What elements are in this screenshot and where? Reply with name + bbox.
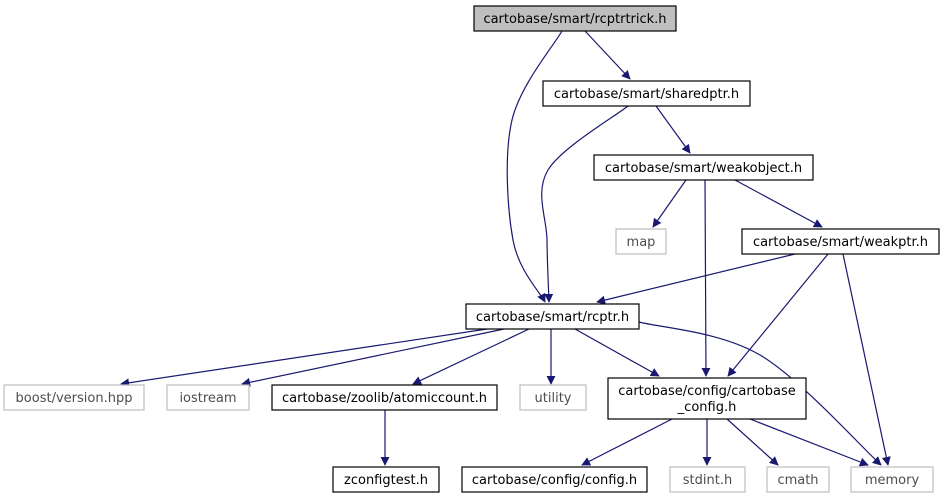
node-iostream: iostream — [166, 384, 250, 411]
node-cbconfig[interactable]: cartobase/config/cartobase_config.h — [607, 377, 807, 420]
node-weakptr[interactable]: cartobase/smart/weakptr.h — [741, 228, 940, 255]
edge-rcptr-to-iostream — [241, 328, 505, 387]
edge-sharedptr-to-weakobject — [655, 105, 691, 154]
node-boost: boost/version.hpp — [3, 384, 145, 411]
node-box — [542, 80, 751, 107]
edge-rcptr-to-atomiccount — [412, 328, 530, 385]
node-label: boost/version.hpp — [16, 391, 133, 406]
edge-weakptr-to-rcptr — [596, 253, 796, 305]
node-box — [519, 384, 587, 411]
node-rcptrtrick[interactable]: cartobase/smart/rcptrtrick.h — [473, 5, 677, 32]
edge-weakptr-to-memory — [842, 253, 891, 466]
edge-weakobject-to-cbconfig — [701, 179, 711, 377]
node-label: cartobase/smart/weakptr.h — [753, 235, 928, 250]
node-label: cartobase/smart/weakobject.h — [605, 161, 802, 176]
node-box — [271, 384, 498, 411]
node-box — [332, 466, 440, 493]
node-label: iostream — [179, 391, 236, 406]
node-box — [766, 466, 830, 493]
edge-cbconfig-to-memory — [749, 418, 869, 467]
node-label: utility — [535, 391, 572, 406]
node-box — [615, 228, 667, 255]
node-box — [669, 466, 746, 493]
node-utility: utility — [519, 384, 587, 411]
node-box — [850, 466, 934, 493]
node-stdint: stdint.h — [669, 466, 746, 493]
node-map: map — [615, 228, 667, 255]
node-rcptr[interactable]: cartobase/smart/rcptr.h — [465, 303, 640, 330]
edge-sharedptr-to-rcptr — [541, 105, 629, 303]
node-sharedptr[interactable]: cartobase/smart/sharedptr.h — [542, 80, 751, 107]
node-zconfigtest[interactable]: zconfigtest.h — [332, 466, 440, 493]
node-label: cartobase/config/config.h — [472, 473, 637, 488]
node-label: cartobase/smart/sharedptr.h — [554, 87, 739, 102]
node-label: stdint.h — [683, 473, 732, 488]
node-label: cmath — [777, 473, 818, 488]
node-box — [741, 228, 940, 255]
node-box — [607, 377, 807, 420]
node-box — [473, 5, 677, 32]
node-box — [465, 303, 640, 330]
node-label: memory — [865, 473, 920, 488]
node-weakobject[interactable]: cartobase/smart/weakobject.h — [593, 154, 814, 181]
edge-weakobject-to-map — [652, 179, 687, 228]
edge-rcptr-to-memory — [638, 321, 882, 466]
edge-rcptr-to-cbconfig — [574, 328, 660, 377]
edge-cbconfig-to-config — [581, 418, 673, 466]
edge-rcptrtrick-to-sharedptr — [584, 30, 631, 80]
node-cmath: cmath — [766, 466, 830, 493]
edge-weakptr-to-cbconfig — [727, 253, 829, 377]
node-box — [593, 154, 814, 181]
node-label: _config.h — [677, 400, 737, 415]
node-atomiccount[interactable]: cartobase/zoolib/atomiccount.h — [271, 384, 498, 411]
node-box — [3, 384, 145, 411]
node-label: cartobase/zoolib/atomiccount.h — [282, 391, 487, 406]
node-memory: memory — [850, 466, 934, 493]
node-box — [461, 466, 648, 493]
edges-layer — [120, 30, 891, 467]
edge-rcptr-to-boost — [120, 328, 488, 388]
node-label: cartobase/smart/rcptrtrick.h — [483, 12, 666, 27]
node-config[interactable]: cartobase/config/config.h — [461, 466, 648, 493]
node-box — [166, 384, 250, 411]
nodes-layer: cartobase/smart/rcptrtrick.h cartobase/sm… — [3, 5, 940, 493]
edge-cbconfig-to-cmath — [726, 418, 779, 466]
node-label: map — [627, 235, 656, 250]
node-label: zconfigtest.h — [344, 473, 428, 488]
edge-weakobject-to-weakptr — [734, 179, 823, 228]
node-label: cartobase/smart/rcptr.h — [476, 310, 629, 325]
node-label: cartobase/config/cartobase — [618, 384, 796, 399]
edge-rcptrtrick-to-rcptr — [506, 30, 563, 303]
